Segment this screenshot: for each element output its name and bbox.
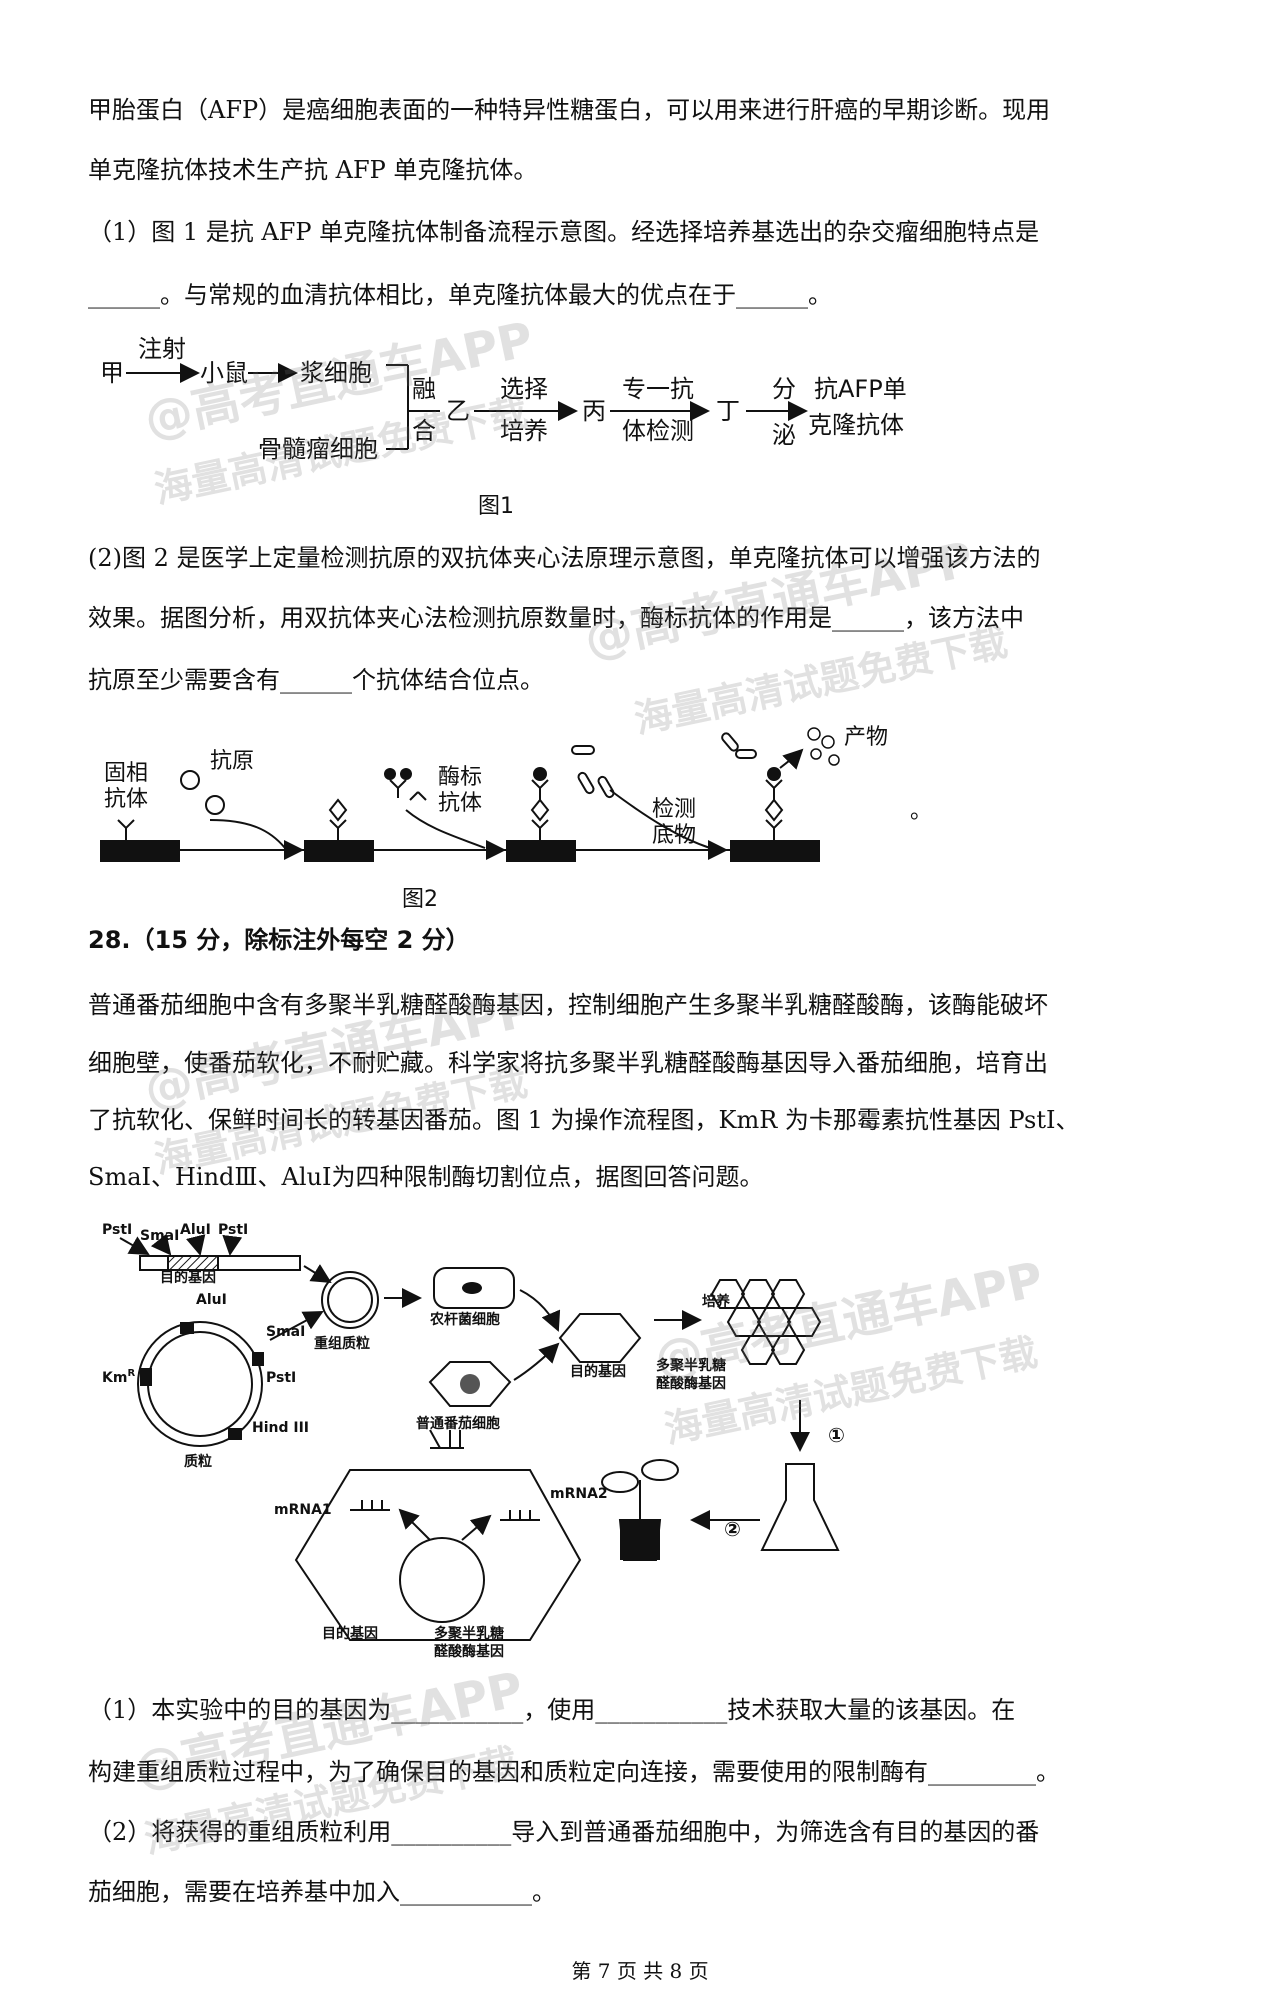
q28-step2: ② xyxy=(724,1517,741,1541)
fig1-fen: 分 xyxy=(772,375,796,403)
fig1-gusui: 骨髓瘤细胞 xyxy=(258,435,378,463)
fig1-rong: 融 xyxy=(412,375,436,403)
q28-title: 28.（15 分，除标注外每空 2 分） xyxy=(88,926,470,954)
fig2-kangyuan: 抗原 xyxy=(210,749,254,774)
q28-intro-line1: 普通番茄细胞中含有多聚半乳糖醛酸酶基因，控制细胞产生多聚半乳糖醛酸酶，该酶能破坏 xyxy=(88,991,1048,1019)
fig1-bing: 丙 xyxy=(582,397,606,425)
q28-part2-line1: （2）将获得的重组质粒利用__________导入到普通番茄细胞中，为筛选含有目… xyxy=(88,1818,1040,1846)
support-block-3 xyxy=(506,840,576,862)
q28-pg3: 多聚半乳糖 xyxy=(434,1625,504,1642)
q28-agro-label: 农杆菌细胞 xyxy=(429,1311,500,1328)
support-block-2 xyxy=(304,840,374,862)
fig2-tail: 。 xyxy=(910,799,932,824)
fig2-meibiao1: 酶标 xyxy=(438,765,482,790)
fig1-zhushe: 注射 xyxy=(138,335,186,363)
q28-mrna2: mRNA2 xyxy=(550,1486,608,1502)
q27-part1-line1: （1）图 1 是抗 AFP 单克隆抗体制备流程示意图。经选择培养基选出的杂交瘤细… xyxy=(88,218,1040,246)
fig1-xuanze: 选择 xyxy=(500,375,548,403)
q28-plasmid-alu: AluI xyxy=(196,1292,227,1308)
q27-part1-line2: ______。与常规的血清抗体相比，单克隆抗体最大的优点在于______。 xyxy=(88,281,832,309)
fig1-yi: 乙 xyxy=(446,397,470,425)
support-block-1 xyxy=(100,840,180,862)
fig2-jiance1: 检测 xyxy=(652,797,696,822)
q27-intro-line1: 甲胎蛋白（AFP）是癌细胞表面的一种特异性糖蛋白，可以用来进行肝癌的早期诊断。现… xyxy=(88,96,1051,124)
q27-part2-line3: 抗原至少需要含有______个抗体结合位点。 xyxy=(88,666,544,694)
fig1-he: 合 xyxy=(412,417,436,445)
q28-step1: ① xyxy=(828,1423,845,1447)
fig2-jiance2: 底物 xyxy=(652,823,696,848)
q28-transgenic-flowchart: PstI SmaI AluI PstI 目的基因 AluI SmaI KmR P… xyxy=(102,1222,845,1660)
q28-part2-line2: 茄细胞，需要在培养基中加入___________。 xyxy=(88,1878,556,1906)
q28-intro-line3: 了抗软化、保鲜时间长的转基因番茄。图 1 为操作流程图，KmR 为卡那霉素抗性基… xyxy=(88,1106,1080,1134)
q28-pg1: 多聚半乳糖 xyxy=(656,1357,726,1374)
q28-plasmid-pst: PstI xyxy=(266,1370,296,1386)
q28-tomato-label: 普通番茄细胞 xyxy=(416,1415,500,1432)
fig1-mi: 泌 xyxy=(772,421,796,449)
fig2-guxiang2: 抗体 xyxy=(104,787,148,812)
q28-site-pst1: PstI xyxy=(102,1222,132,1238)
fig2-guxiang1: 固相 xyxy=(104,761,148,786)
fig2-meibiao2: 抗体 xyxy=(438,791,482,816)
q28-site-alu1: AluI xyxy=(180,1222,211,1238)
fig1-ding: 丁 xyxy=(716,397,740,425)
fig1-jia: 甲 xyxy=(100,359,124,387)
fig1-xiaoshu: 小鼠 xyxy=(200,359,248,387)
fig1-tijiance: 体检测 xyxy=(622,417,694,445)
q28-part1-line1: （1）本实验中的目的基因为___________，使用___________技术… xyxy=(88,1696,1016,1724)
page-footer: 第 7 页 共 8 页 xyxy=(571,1959,709,1983)
fig2-caption: 图2 xyxy=(402,887,438,912)
fig1-product2: 克隆抗体 xyxy=(808,411,904,439)
q28-plasmid-label: 质粒 xyxy=(184,1453,212,1470)
fig1-zhuanyi: 专一抗 xyxy=(622,375,694,403)
q28-plasmid-hind: Hind III xyxy=(252,1420,309,1436)
q27-part2-line2: 效果。据图分析，用双抗体夹心法检测抗原数量时，酶标抗体的作用是______，该方… xyxy=(88,604,1024,632)
q28-site-sma1: SmaI xyxy=(140,1228,179,1244)
q28-intro-line4: SmaⅠ、HindⅢ、AluⅠ为四种限制酶切割位点，据图回答问题。 xyxy=(88,1163,764,1191)
fig2-chanwu: 产物 xyxy=(844,725,888,750)
q28-target3-label: 目的基因 xyxy=(322,1625,378,1642)
q28-plasmid-kmr: KmR xyxy=(102,1368,135,1386)
q28-recombinant-label: 重组质粒 xyxy=(314,1335,370,1352)
fig1-jiangxibao: 浆细胞 xyxy=(300,359,372,387)
figure2-sandwich-assay: 固相 抗体 抗原 酶标 抗体 检测 底物 产物 。 图2 xyxy=(100,725,932,912)
q28-target2-label: 目的基因 xyxy=(570,1363,626,1380)
q28-site-pst2: PstI xyxy=(218,1222,248,1238)
q27-part2-line1: (2)图 2 是医学上定量检测抗原的双抗体夹心法原理示意图，单克隆抗体可以增强该… xyxy=(88,544,1041,572)
support-block-4 xyxy=(730,840,820,862)
q27-intro-line2: 单克隆抗体技术生产抗 AFP 单克隆抗体。 xyxy=(88,156,538,184)
q28-pg2: 醛酸酶基因 xyxy=(656,1375,726,1392)
fig1-product1: 抗AFP单 xyxy=(814,375,907,403)
q28-target-gene-label: 目的基因 xyxy=(160,1269,216,1286)
fig1-caption: 图1 xyxy=(478,494,514,519)
fig1-peiyang: 培养 xyxy=(500,417,548,445)
q28-intro-line2: 细胞壁，使番茄软化，不耐贮藏。科学家将抗多聚半乳糖醛酸酶基因导入番茄细胞，培育出 xyxy=(88,1049,1048,1077)
q28-mrna1: mRNA1 xyxy=(274,1502,332,1518)
q28-part1-line2: 构建重组质粒过程中，为了确保目的基因和质粒定向连接，需要使用的限制酶有_____… xyxy=(88,1758,1060,1786)
q28-pg4: 醛酸酶基因 xyxy=(434,1643,504,1660)
figure1-flowchart: 甲 注射 小鼠 浆细胞 骨髓瘤细胞 融 合 乙 选择 培养 丙 专一抗 体检测 … xyxy=(100,335,907,519)
